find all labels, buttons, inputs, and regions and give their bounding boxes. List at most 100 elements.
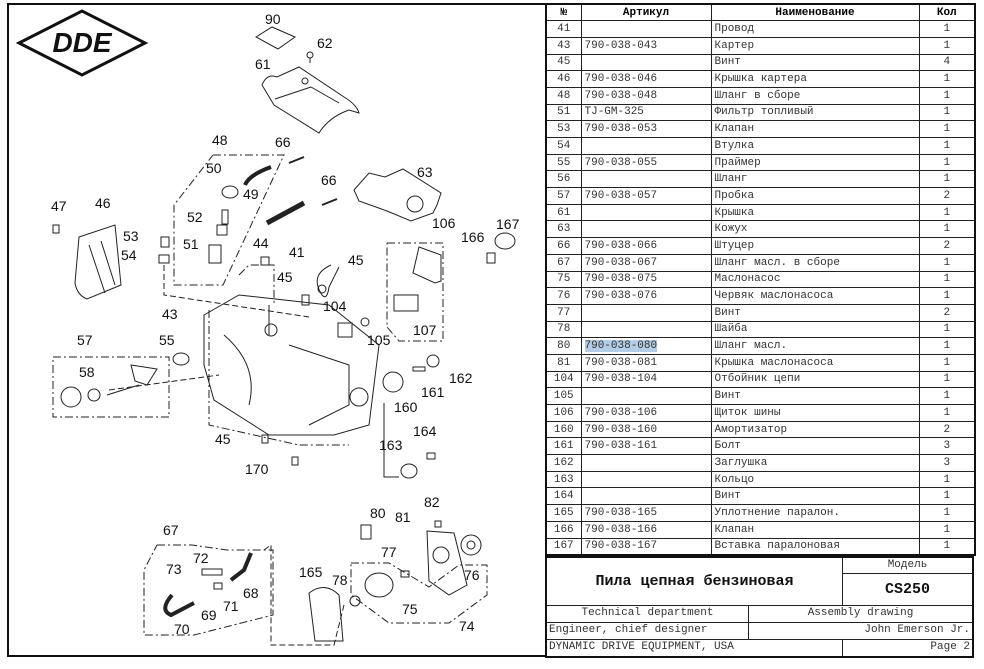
row-qty-text: 1 xyxy=(943,490,951,503)
row-qty-text: 1 xyxy=(943,506,951,519)
callout: 45 xyxy=(348,252,364,268)
row-article-text: 790-038-075 xyxy=(584,273,658,286)
row-article-text: 790-038-160 xyxy=(584,423,658,436)
row-num-text: 56 xyxy=(557,173,571,186)
row-num-text: 51 xyxy=(557,106,571,119)
row-num: 78 xyxy=(545,320,582,339)
callout: 53 xyxy=(123,228,139,244)
row-article: 790-038-106 xyxy=(580,404,712,422)
callout: 66 xyxy=(275,134,291,150)
row-name: Винт xyxy=(710,303,920,322)
row-qty-text: 1 xyxy=(943,323,951,336)
callout: 75 xyxy=(402,601,418,617)
row-article-text: TJ-GM-325 xyxy=(584,106,644,119)
row-article xyxy=(580,487,712,506)
row-qty: 1 xyxy=(918,353,976,372)
row-qty-text: 2 xyxy=(943,239,951,252)
callout: 54 xyxy=(121,247,137,263)
row-name: Щиток шины xyxy=(710,404,920,422)
row-name: Маслонасос xyxy=(710,270,920,289)
row-num-text: 48 xyxy=(557,89,571,102)
row-name: Шланг масл. в сборе xyxy=(710,253,920,272)
row-num-text: 61 xyxy=(557,206,571,219)
row-article xyxy=(580,320,712,339)
row-num: 55 xyxy=(545,153,582,172)
row-article-text: 790-038-048 xyxy=(584,89,658,102)
callout: 63 xyxy=(417,164,433,180)
row-qty: 1 xyxy=(918,103,976,122)
row-article: 790-038-055 xyxy=(580,153,712,172)
page-number: Page 2 xyxy=(930,641,970,653)
company: DYNAMIC DRIVE EQUIPMENT, USA xyxy=(547,640,843,656)
row-qty-text: 1 xyxy=(943,373,951,386)
row-num-text: 165 xyxy=(553,506,574,519)
row-qty-text: 1 xyxy=(943,206,951,219)
row-qty: 3 xyxy=(918,454,976,472)
model-value: CS250 xyxy=(884,581,930,598)
row-article-text: 790-038-167 xyxy=(584,540,658,553)
callout: 45 xyxy=(215,431,231,447)
row-qty-text: 1 xyxy=(943,139,951,152)
callout: 104 xyxy=(323,298,347,314)
row-qty-text: 1 xyxy=(943,123,951,136)
callout: 52 xyxy=(187,209,203,225)
callout: 68 xyxy=(243,585,259,601)
row-name-text: Кожух xyxy=(714,223,748,236)
row-name: Заглушка xyxy=(710,454,920,472)
row-article-text: 790-038-081 xyxy=(584,356,658,369)
row-qty: 1 xyxy=(918,86,976,105)
row-name: Пробка xyxy=(710,187,920,205)
row-num-text: 167 xyxy=(553,540,574,553)
row-qty-text: 1 xyxy=(943,173,951,186)
row-num-text: 46 xyxy=(557,73,571,86)
callout: 164 xyxy=(413,423,437,439)
row-qty: 1 xyxy=(918,36,976,55)
row-qty-text: 1 xyxy=(943,356,951,369)
row-article-text: 790-038-104 xyxy=(584,373,658,386)
row-num: 56 xyxy=(545,170,582,189)
row-qty: 1 xyxy=(918,287,976,305)
callout: 45 xyxy=(277,269,293,285)
row-num: 46 xyxy=(545,70,582,88)
row-name-text: Праймер xyxy=(714,156,761,169)
diagram-canvas: DDE xyxy=(15,9,520,646)
callout: 81 xyxy=(395,509,411,525)
person-name: John Emerson Jr. xyxy=(864,624,970,636)
callout: 76 xyxy=(464,567,480,583)
callout: 70 xyxy=(174,621,190,637)
row-qty: 1 xyxy=(918,520,976,539)
row-name: Шайба xyxy=(710,320,920,339)
row-num-text: 41 xyxy=(557,23,571,36)
row-name: Втулка xyxy=(710,137,920,155)
row-article-text: 790-038-166 xyxy=(584,523,658,536)
row-name-text: Картер xyxy=(714,39,755,52)
row-article: 790-038-066 xyxy=(580,237,712,255)
callout: 48 xyxy=(212,132,228,148)
row-article: TJ-GM-325 xyxy=(580,103,712,122)
row-num-text: 57 xyxy=(557,189,571,202)
row-num-text: 160 xyxy=(553,423,574,436)
row-article: 790-038-166 xyxy=(580,520,712,539)
callout: 90 xyxy=(265,11,281,27)
row-num-text: 166 xyxy=(553,523,574,536)
row-qty: 1 xyxy=(918,404,976,422)
row-num: 165 xyxy=(545,504,582,522)
row-name-text: Провод xyxy=(714,23,755,36)
row-qty: 1 xyxy=(918,253,976,272)
row-qty: 1 xyxy=(918,20,976,38)
row-num-text: 162 xyxy=(553,456,574,469)
row-qty-text: 1 xyxy=(943,473,951,486)
row-name-text: Уплотнение паралон. xyxy=(714,506,840,519)
row-name: Крышка xyxy=(710,203,920,222)
row-qty-text: 1 xyxy=(943,23,951,36)
row-article: 790-038-046 xyxy=(580,70,712,88)
row-name: Шланг в сборе xyxy=(710,86,920,105)
